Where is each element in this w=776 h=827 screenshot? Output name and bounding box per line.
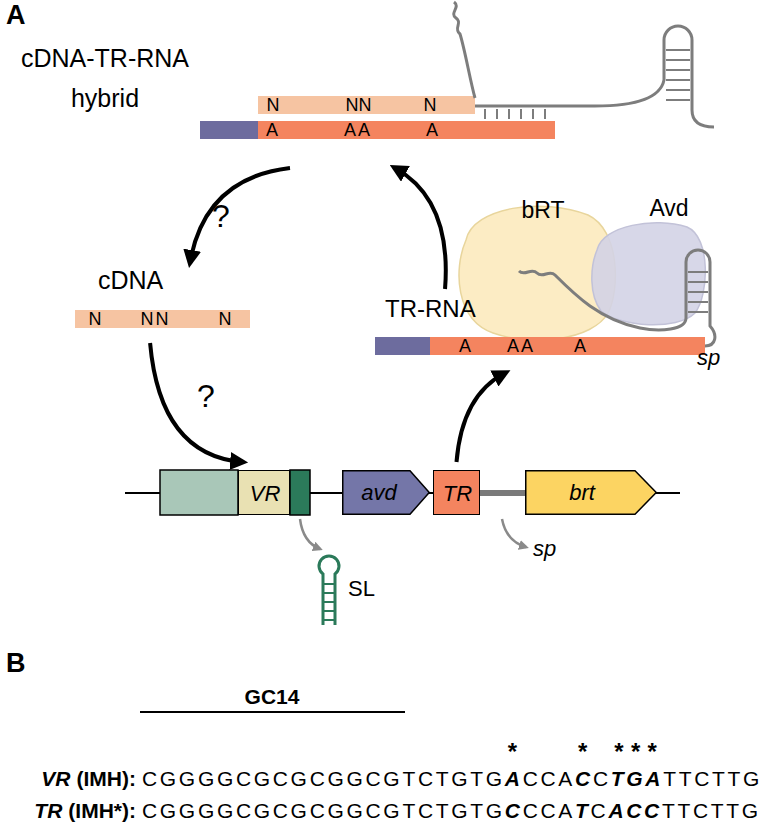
- complex-label: cDNA-TR-RNA hybrid: [10, 38, 200, 118]
- sequence-name: TR: [34, 800, 62, 821]
- gene-label: avd: [361, 482, 396, 504]
- question-mark: ?: [212, 200, 230, 232]
- cycle-arrow: [190, 168, 290, 262]
- panel-label: B: [6, 650, 26, 677]
- base-letter: A: [507, 337, 519, 355]
- rna-strand: [454, 2, 475, 98]
- gene-box: [160, 470, 238, 515]
- gene-label: TR: [443, 483, 472, 505]
- base-letter: N: [346, 96, 359, 114]
- protein-label: bRT: [521, 199, 564, 222]
- sequence-name: (IMH):: [77, 768, 136, 789]
- mutation-asterisk: ***: [614, 740, 664, 764]
- sequence-fragment: TTCTTG: [663, 768, 762, 789]
- molecule-label: cDNA: [98, 268, 163, 293]
- spacer-line: [480, 490, 525, 496]
- sequence-fragment: ACC: [608, 800, 662, 821]
- mutation-asterisk: *: [508, 740, 523, 764]
- sequence-fragment: CCA: [523, 800, 575, 821]
- base-letter: N: [219, 310, 232, 328]
- base-letter: N: [141, 310, 154, 328]
- motif-bracket-line: [140, 711, 405, 713]
- vr-box: VR: [238, 470, 290, 515]
- cdna-strand: NNNN: [75, 310, 250, 328]
- leader-arrow: [502, 519, 526, 547]
- question-mark: ?: [197, 380, 215, 412]
- sequence-fragment: T: [575, 800, 591, 821]
- spacer-label: sp: [697, 347, 720, 369]
- sequence-fragment: C: [593, 768, 611, 789]
- base-pairs: [485, 109, 545, 119]
- base-letter: N: [359, 96, 372, 114]
- cycle-arrow: [150, 343, 242, 462]
- base-letter: A: [358, 121, 370, 139]
- node-outline: [526, 471, 657, 515]
- base-letter: N: [267, 96, 280, 114]
- sequence-row: CGGGGCGCGCGGCGTCTGTGACCACCTGATTCTTG: [142, 768, 762, 789]
- sequence-name: (IMH*):: [68, 800, 136, 821]
- sequence-fragment: CCA: [523, 768, 575, 789]
- element-label: SL: [348, 578, 375, 600]
- base-letter: N: [424, 96, 437, 114]
- sequence-name-row: VR (IMH):: [41, 768, 136, 789]
- hybrid-rna-structure: [454, 2, 714, 127]
- cycle-arrow: [395, 168, 446, 289]
- brt-gene-arrow: brt: [525, 470, 657, 515]
- motif-label: GC14: [245, 686, 300, 707]
- hairpin-pairs: [323, 584, 335, 620]
- node-shape: [585, 195, 710, 330]
- base-letter: A: [344, 121, 356, 139]
- mutation-asterisk: *: [578, 740, 593, 764]
- sequence-fragment: CGGGGCGCGCGGCGTCTGTG: [142, 768, 505, 789]
- rna-hairpin: [475, 26, 714, 127]
- molecule-label: TR-RNA: [385, 297, 476, 321]
- tr-rna-strand: AAAA: [375, 337, 705, 355]
- sequence-name: VR: [41, 768, 70, 789]
- sequence-fragment: A: [505, 768, 523, 789]
- avd-gene-arrow: avd: [342, 470, 430, 515]
- protein-label: Avd: [649, 197, 688, 220]
- leader-arrow: [300, 519, 320, 549]
- sequence-fragment: C: [575, 768, 593, 789]
- panel-label: A: [6, 2, 26, 29]
- avd-protein: Avd: [585, 195, 710, 330]
- base-letter: A: [459, 337, 471, 355]
- cycle-arrow: [457, 373, 506, 462]
- base-letter: N: [89, 310, 102, 328]
- tr-box: TR: [433, 470, 480, 515]
- gene-label: brt: [569, 482, 595, 504]
- sequence-fragment: CGGGGCGCGCGGCGTCTGTG: [142, 800, 505, 821]
- hybrid-complex: cDNA-TR-RNA hybridNNNNAAAA: [10, 30, 570, 160]
- cdna-group: cDNANNNN: [60, 268, 262, 335]
- sequence-fragment: TTCTTG: [662, 800, 761, 821]
- node-outline: [592, 223, 706, 325]
- sl-hairpin: [319, 556, 339, 625]
- base-letter: N: [156, 310, 169, 328]
- tr-rna-group: TR-RNAspAAAA: [375, 295, 720, 365]
- base-letter: A: [266, 121, 278, 139]
- cdna-strand: NNNN: [258, 96, 475, 114]
- sequence-fragment: C: [505, 800, 523, 821]
- sequence-name-row: TR (IMH*):: [34, 800, 136, 821]
- sl-region-box: [290, 470, 310, 515]
- sequence-fragment: C: [591, 800, 609, 821]
- node-outline: [343, 471, 430, 515]
- sequence-row: CGGGGCGCGCGGCGTCTGTGCCCATCACCTTCTTG: [142, 800, 761, 821]
- gene-label: VR: [250, 483, 281, 505]
- tr-rna-strand: AAAA: [200, 121, 555, 139]
- element-label: sp: [533, 538, 556, 560]
- sequence-fragment: TGA: [611, 768, 663, 789]
- base-letter: A: [426, 121, 438, 139]
- hairpin-outline: [319, 556, 339, 625]
- base-letter: A: [574, 337, 586, 355]
- hairpin-pairs: [666, 50, 690, 100]
- base-letter: A: [521, 337, 533, 355]
